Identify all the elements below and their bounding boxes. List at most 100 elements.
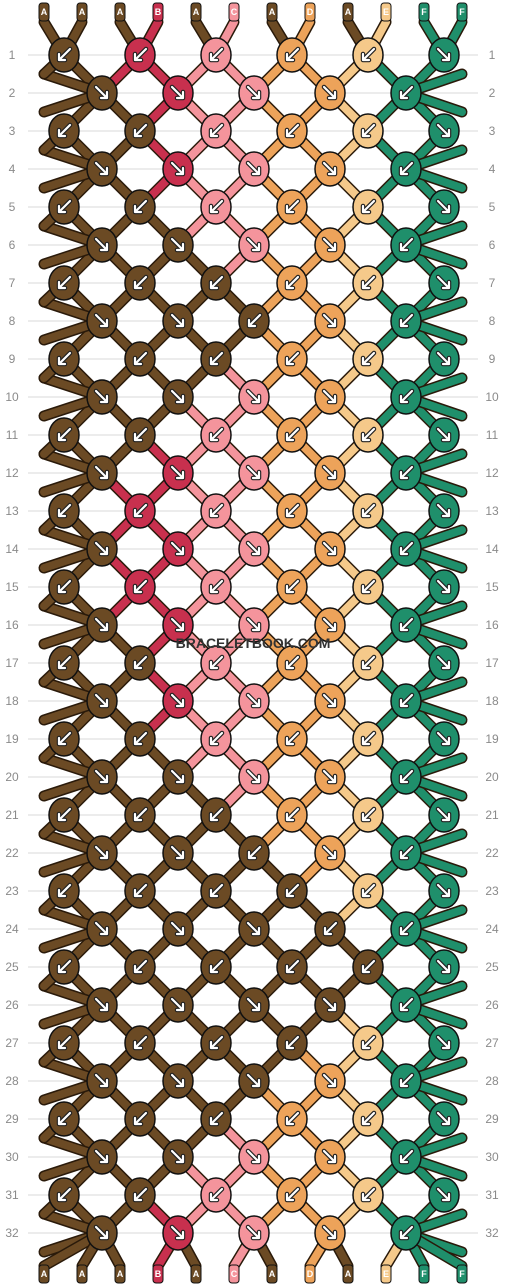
arrow-down-right-icon — [170, 313, 185, 328]
arrow-down-right-icon — [94, 769, 109, 784]
arrow-down-right-icon — [94, 921, 109, 936]
arrow-down-right-icon — [246, 389, 261, 404]
row-number: 4 — [489, 162, 496, 176]
arrow-down-right-icon — [170, 845, 185, 860]
arrow-down-left-icon — [133, 883, 148, 898]
arrow-down-right-icon — [322, 1149, 337, 1164]
row-number: 8 — [9, 314, 16, 328]
arrow-down-right-icon — [170, 161, 185, 176]
arrow-down-right-icon — [94, 1225, 109, 1240]
row-number: 29 — [485, 1112, 499, 1126]
arrow-down-right-icon — [94, 237, 109, 252]
arrow-down-right-icon — [322, 1073, 337, 1088]
arrow-down-left-icon — [361, 807, 376, 822]
arrow-down-left-icon — [399, 921, 414, 936]
row-number: 26 — [485, 998, 499, 1012]
arrow-down-left-icon — [285, 503, 300, 518]
row-number: 3 — [9, 124, 16, 138]
arrow-down-left-icon — [399, 237, 414, 252]
arrow-down-right-icon — [94, 845, 109, 860]
arrow-down-left-icon — [57, 807, 72, 822]
strand-label: F — [421, 1269, 427, 1279]
arrow-down-left-icon — [209, 959, 224, 974]
arrow-down-left-icon — [57, 959, 72, 974]
arrow-down-right-icon — [436, 351, 451, 366]
arrow-down-left-icon — [361, 427, 376, 442]
arrow-down-right-icon — [170, 1073, 185, 1088]
arrow-down-right-icon — [436, 731, 451, 746]
arrow-down-right-icon — [322, 693, 337, 708]
row-number: 1 — [9, 48, 16, 62]
arrow-down-left-icon — [361, 123, 376, 138]
arrow-down-left-icon — [57, 883, 72, 898]
arrow-down-left-icon — [57, 655, 72, 670]
arrow-down-right-icon — [436, 199, 451, 214]
row-number: 25 — [485, 960, 499, 974]
row-number: 32 — [5, 1226, 19, 1240]
arrow-down-left-icon — [361, 883, 376, 898]
row-number: 23 — [5, 884, 19, 898]
strand-tab — [380, 2, 392, 22]
row-number: 20 — [5, 770, 19, 784]
arrow-down-left-icon — [399, 465, 414, 480]
row-number: 14 — [485, 542, 499, 556]
row-number: 31 — [5, 1188, 19, 1202]
arrow-down-right-icon — [170, 997, 185, 1012]
arrow-down-left-icon — [133, 427, 148, 442]
arrow-down-left-icon — [57, 351, 72, 366]
row-number: 9 — [489, 352, 496, 366]
strand-tab — [152, 1264, 164, 1284]
arrow-down-left-icon — [133, 1111, 148, 1126]
strand-label: F — [459, 1269, 465, 1279]
row-number: 29 — [5, 1112, 19, 1126]
row-number: 7 — [9, 276, 16, 290]
arrow-down-right-icon — [322, 541, 337, 556]
arrow-down-left-icon — [285, 1187, 300, 1202]
row-number: 2 — [489, 86, 496, 100]
arrow-down-right-icon — [170, 237, 185, 252]
arrow-down-right-icon — [170, 1225, 185, 1240]
row-number: 24 — [485, 922, 499, 936]
arrow-down-left-icon — [361, 959, 376, 974]
strand-label: B — [155, 1269, 162, 1279]
arrow-down-right-icon — [246, 921, 261, 936]
row-number: 16 — [5, 618, 19, 632]
arrow-down-left-icon — [133, 1035, 148, 1050]
row-number: 28 — [485, 1074, 499, 1088]
arrow-down-right-icon — [170, 1149, 185, 1164]
arrow-down-left-icon — [133, 807, 148, 822]
strand-tab — [418, 1264, 430, 1284]
arrow-down-left-icon — [133, 275, 148, 290]
arrow-down-right-icon — [436, 1111, 451, 1126]
row-number: 11 — [6, 428, 19, 442]
watermark-text: BRACELETBOOK.COM — [176, 635, 331, 651]
strand-tab — [380, 1264, 392, 1284]
arrow-down-left-icon — [209, 123, 224, 138]
strand-label: A — [117, 1269, 124, 1279]
strand-tab — [418, 2, 430, 22]
row-number: 30 — [485, 1150, 499, 1164]
strand-tab — [190, 1264, 202, 1284]
row-number: 1 — [489, 48, 496, 62]
arrow-down-left-icon — [133, 123, 148, 138]
strand-label: A — [345, 7, 352, 17]
arrow-down-left-icon — [361, 731, 376, 746]
arrow-down-left-icon — [209, 47, 224, 62]
row-number: 21 — [485, 808, 499, 822]
row-number: 22 — [5, 846, 19, 860]
arrow-down-left-icon — [399, 1149, 414, 1164]
row-number: 18 — [485, 694, 499, 708]
strand-label: A — [41, 1269, 48, 1279]
arrow-down-right-icon — [94, 85, 109, 100]
arrow-down-right-icon — [246, 1149, 261, 1164]
strand-label: A — [193, 1269, 200, 1279]
arrow-down-left-icon — [361, 1111, 376, 1126]
arrow-down-left-icon — [133, 959, 148, 974]
arrow-down-left-icon — [361, 47, 376, 62]
row-number: 18 — [5, 694, 19, 708]
arrow-down-left-icon — [285, 579, 300, 594]
arrow-down-right-icon — [94, 1149, 109, 1164]
arrow-down-right-icon — [322, 237, 337, 252]
row-number: 6 — [9, 238, 16, 252]
